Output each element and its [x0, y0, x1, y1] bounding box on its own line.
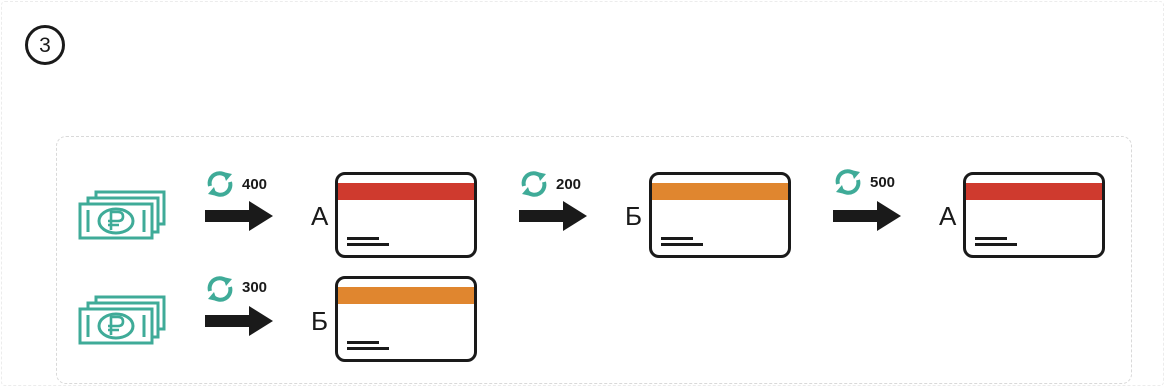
- card-label: Б: [625, 201, 643, 231]
- bank-card: [649, 172, 791, 258]
- right-arrow-icon: [833, 201, 901, 231]
- exchange-amount: 200: [556, 176, 582, 193]
- exchange-scheme-panel: [56, 136, 1132, 384]
- card-line: [661, 237, 693, 240]
- exchange-cycle-icon: [833, 168, 863, 196]
- card-line: [661, 243, 703, 246]
- card-stripe: [338, 287, 474, 304]
- bank-card: [963, 172, 1105, 258]
- ruble-banknotes-icon: [78, 295, 168, 345]
- card-line: [347, 341, 379, 344]
- exchange-amount: 500: [870, 174, 896, 191]
- exchange-cycle-icon: [519, 170, 549, 198]
- right-arrow-icon: [519, 201, 587, 231]
- card-stripe: [966, 183, 1102, 200]
- card-line: [975, 243, 1017, 246]
- card-line: [347, 243, 389, 246]
- card-line: [975, 237, 1007, 240]
- bank-card: [335, 172, 477, 258]
- card-label: Б: [311, 306, 329, 336]
- exchange-cycle-icon: [205, 170, 235, 198]
- card-stripe: [652, 183, 788, 200]
- right-arrow-icon: [205, 201, 273, 231]
- bank-card: [335, 276, 477, 362]
- exchange-cycle-icon: [205, 275, 235, 303]
- right-arrow-icon: [205, 306, 273, 336]
- step-number: 3: [39, 33, 51, 57]
- card-label: А: [939, 201, 957, 231]
- card-label: А: [311, 201, 329, 231]
- step-number-badge: 3: [25, 25, 65, 65]
- exchange-amount: 300: [242, 279, 268, 296]
- ruble-banknotes-icon: [78, 190, 168, 240]
- card-line: [347, 347, 389, 350]
- card-stripe: [338, 183, 474, 200]
- card-line: [347, 237, 379, 240]
- exchange-amount: 400: [242, 176, 268, 193]
